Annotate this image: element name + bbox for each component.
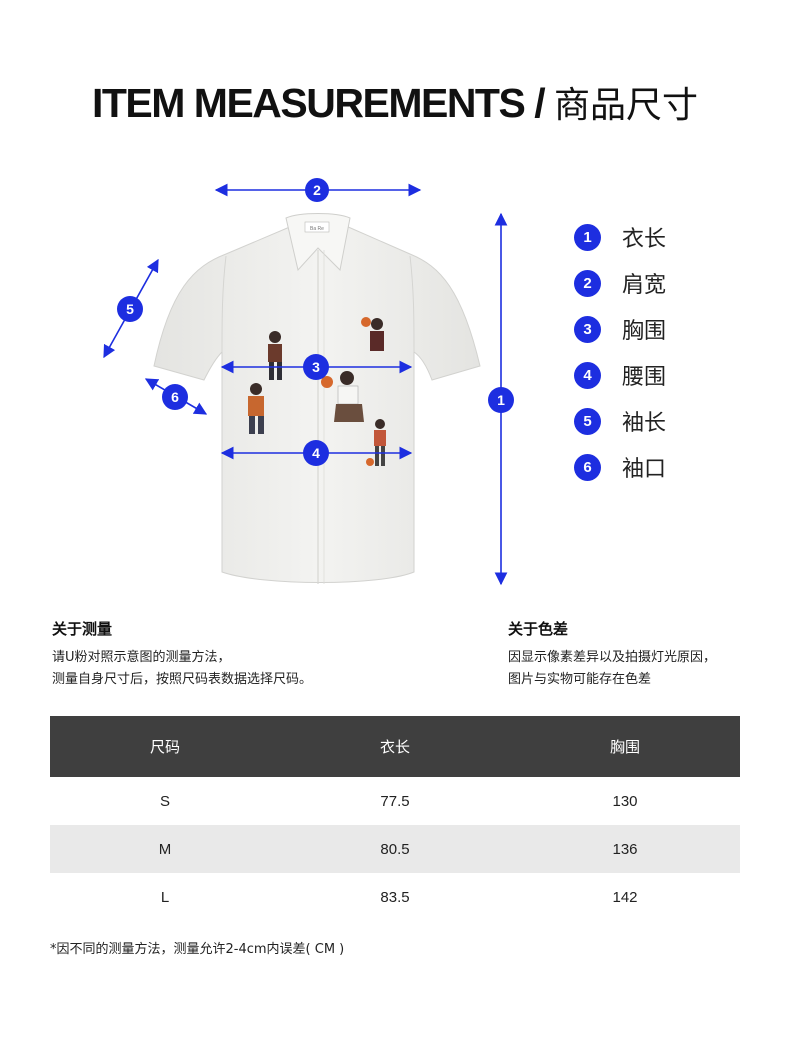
table-row: S 77.5 130 (50, 777, 740, 825)
legend-label: 衣长 (622, 227, 667, 252)
legend-marker: 5 (574, 407, 601, 435)
svg-text:2: 2 (313, 182, 321, 198)
cell-chest: 136 (510, 825, 740, 873)
header-chest: 胸围 (510, 716, 740, 777)
cell-size: S (159, 792, 170, 810)
legend-label: 胸围 (622, 319, 667, 344)
legend-marker: 4 (574, 361, 601, 389)
legend-item-cuff: 6 袖口 (574, 444, 666, 490)
table-row: M 80.5 136 (50, 825, 740, 873)
cell-size: M (50, 825, 280, 873)
marker-3: 3 (303, 354, 329, 380)
header-size: 尺码 (50, 716, 280, 777)
svg-text:6: 6 (171, 389, 179, 405)
label-tag-text: Ba Re (310, 226, 324, 232)
legend-item-waist: 4 腰围 (574, 352, 666, 398)
about-measure-line-2: 测量自身尺寸后，按照尺码表数据选择尺码。 (52, 672, 313, 687)
svg-text:5: 5 (126, 301, 134, 317)
cell-length: 80.5 (280, 825, 510, 873)
about-color-line-1: 因显示像素差异以及拍摄灯光原因， (508, 650, 717, 665)
cell-chest: 130 (612, 792, 638, 810)
shirt-diagram-svg: Ba Re (103, 178, 514, 586)
svg-text:3: 3 (312, 359, 320, 375)
legend-marker: 3 (574, 315, 601, 343)
about-color-title: 关于色差 (508, 620, 569, 638)
marker-6: 6 (162, 384, 188, 410)
cell-length: 77.5 (380, 792, 410, 810)
legend-label: 肩宽 (622, 273, 667, 298)
measurement-footnote: *因不同的测量方法，测量允许2-4cm内误差( CM ) (50, 942, 345, 957)
marker-4: 4 (303, 440, 329, 466)
legend-item-sleeve: 5 袖长 (574, 398, 666, 444)
svg-text:4: 4 (312, 445, 320, 461)
header-length: 衣长 (280, 716, 510, 777)
title-cn: 商品尺寸 (554, 85, 699, 126)
legend-marker: 6 (574, 453, 601, 481)
marker-1: 1 (488, 387, 514, 413)
marker-5: 5 (117, 296, 143, 322)
about-color-line-2: 图片与实物可能存在色差 (508, 672, 652, 687)
legend-marker: 2 (574, 269, 601, 297)
character-figure-2 (361, 317, 384, 351)
legend-marker: 1 (574, 223, 601, 251)
legend-label: 腰围 (622, 365, 667, 390)
shirt-illustration: Ba Re (153, 213, 481, 584)
legend-item-chest: 3 胸围 (574, 306, 666, 352)
title-en: ITEM MEASUREMENTS / (91, 80, 554, 126)
page-title: ITEM MEASUREMENTS / 商品尺寸 (0, 76, 790, 128)
svg-text:1: 1 (497, 392, 505, 408)
measurement-legend: 1 衣长 2 肩宽 3 胸围 4 腰围 5 袖长 6 袖口 (574, 214, 666, 490)
about-measure-text: 请U粉对照示意图的测量方法， 测量自身尺寸后，按照尺码表数据选择尺码。 (52, 647, 312, 691)
cell-length: 83.5 (380, 888, 410, 906)
size-table: 尺码 衣长 胸围 S 77.5 130 M 80.5 136 L 83.5 14… (50, 716, 740, 921)
legend-item-shoulder: 2 肩宽 (574, 260, 666, 306)
about-color-text: 因显示像素差异以及拍摄灯光原因， 图片与实物可能存在色差 (508, 647, 716, 691)
measurement-diagram: Ba Re (0, 160, 790, 600)
about-measure-title: 关于测量 (52, 620, 113, 638)
legend-item-length: 1 衣长 (574, 214, 666, 260)
legend-label: 袖长 (622, 411, 667, 436)
cell-chest: 142 (612, 888, 638, 906)
legend-label: 袖口 (622, 457, 667, 482)
about-measure-line-1: 请U粉对照示意图的测量方法， (52, 650, 231, 665)
table-row: L 83.5 142 (50, 873, 740, 921)
character-figure-3 (248, 383, 264, 434)
table-header-row: 尺码 衣长 胸围 (50, 716, 740, 777)
marker-2: 2 (305, 178, 329, 202)
cell-size: L (160, 888, 170, 906)
character-figure-4 (321, 371, 364, 422)
